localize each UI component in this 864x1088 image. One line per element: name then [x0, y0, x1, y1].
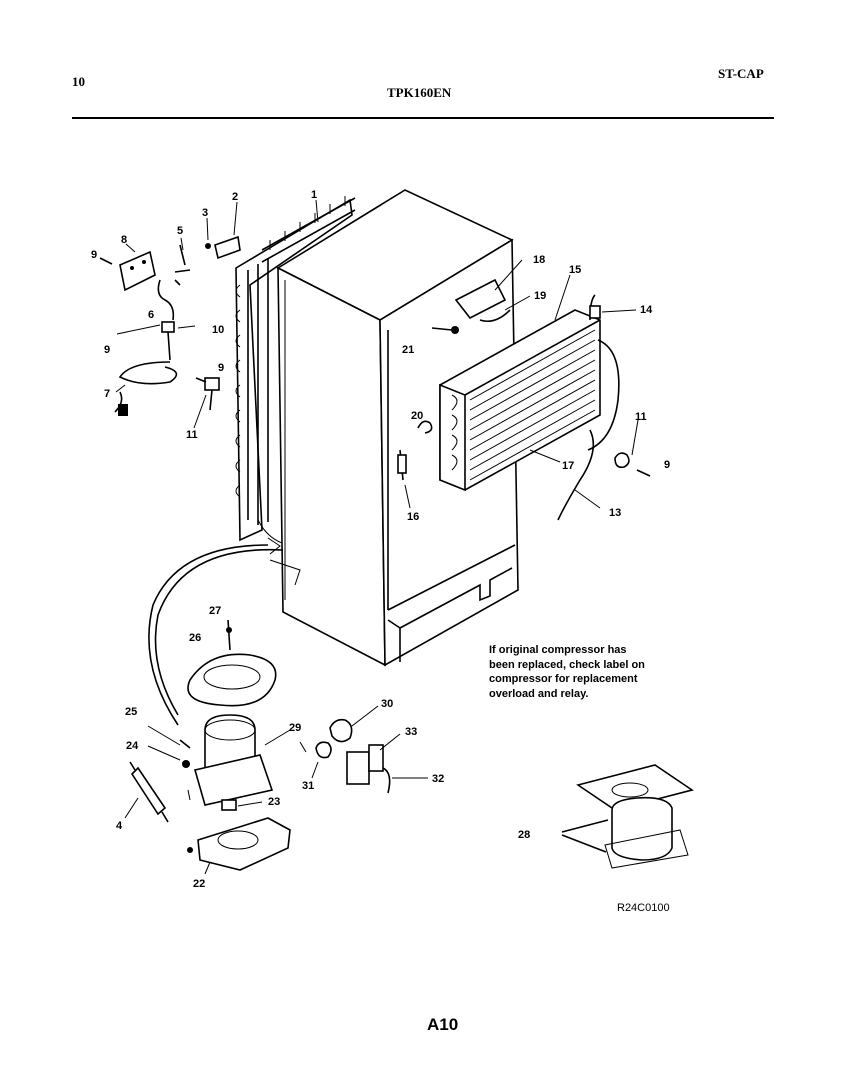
callout-19: 19 [534, 290, 546, 302]
drain-pan-drawing [187, 619, 277, 707]
small-parts-upper-left [99, 235, 241, 416]
callout-2: 2 [232, 191, 238, 203]
callout-16: 16 [407, 511, 419, 523]
leader-lines [115, 199, 639, 875]
note-line: overload and relay. [489, 687, 589, 700]
page-number: 10 [72, 74, 85, 89]
callout-8: 8 [121, 234, 127, 246]
callout-5: 5 [177, 225, 183, 237]
callout-32: 32 [432, 773, 444, 785]
page-footer-label: A10 [427, 1015, 459, 1034]
callout-1: 1 [311, 189, 317, 201]
callout-17: 17 [562, 460, 574, 472]
header-rule [72, 117, 774, 119]
diagram-code: R24C0100 [617, 902, 670, 914]
callout-25: 25 [125, 706, 137, 718]
base-bracket-drawing [187, 799, 291, 871]
callout-9-middle: 9 [218, 362, 224, 374]
callout-10: 10 [212, 324, 224, 336]
callout-26: 26 [189, 632, 201, 644]
callout-20: 20 [411, 410, 423, 422]
section-code: ST-CAP [718, 66, 764, 81]
evaporator-drawing [439, 294, 620, 521]
small-parts-cabinet [397, 278, 651, 481]
callout-labels: 1 2 3 4 5 6 7 8 9 9 9 9 10 11 11 13 14 1… [91, 189, 670, 890]
drier-drawing [129, 761, 169, 823]
callout-31: 31 [302, 780, 314, 792]
model-number: TPK160EN [387, 85, 452, 100]
callout-24: 24 [126, 740, 139, 752]
compressor-replacement-note: If original compressor has been replaced… [489, 643, 689, 701]
callout-9-left: 9 [104, 344, 110, 356]
callout-7: 7 [104, 388, 110, 400]
callout-29: 29 [289, 722, 301, 734]
callout-9-right: 9 [664, 459, 670, 471]
callout-11-left: 11 [186, 429, 198, 441]
callout-33: 33 [405, 726, 417, 738]
callout-21: 21 [402, 344, 414, 356]
relay-overload-drawing [315, 718, 391, 794]
callout-14: 14 [640, 304, 653, 316]
callout-27: 27 [209, 605, 221, 617]
compressor-drawing [179, 714, 274, 806]
callout-18: 18 [533, 254, 545, 266]
callout-23: 23 [268, 796, 280, 808]
callout-3: 3 [202, 207, 208, 219]
callout-22: 22 [193, 878, 205, 890]
callout-4: 4 [116, 820, 123, 832]
callout-11-right: 11 [635, 411, 647, 423]
note-line: If original compressor has [489, 644, 627, 656]
callout-6: 6 [148, 309, 154, 321]
callout-15: 15 [569, 264, 581, 276]
callout-30: 30 [381, 698, 393, 710]
replacement-compressor-drawing [561, 764, 694, 869]
callout-28: 28 [518, 829, 530, 841]
note-line: been replaced, check label on [489, 658, 645, 671]
refrigerator-cabinet-drawing [276, 189, 519, 667]
callout-9-top-left: 9 [91, 249, 97, 261]
note-line: compressor for replacement [489, 673, 638, 685]
callout-13: 13 [609, 507, 621, 519]
assembly-arrow [148, 537, 301, 726]
